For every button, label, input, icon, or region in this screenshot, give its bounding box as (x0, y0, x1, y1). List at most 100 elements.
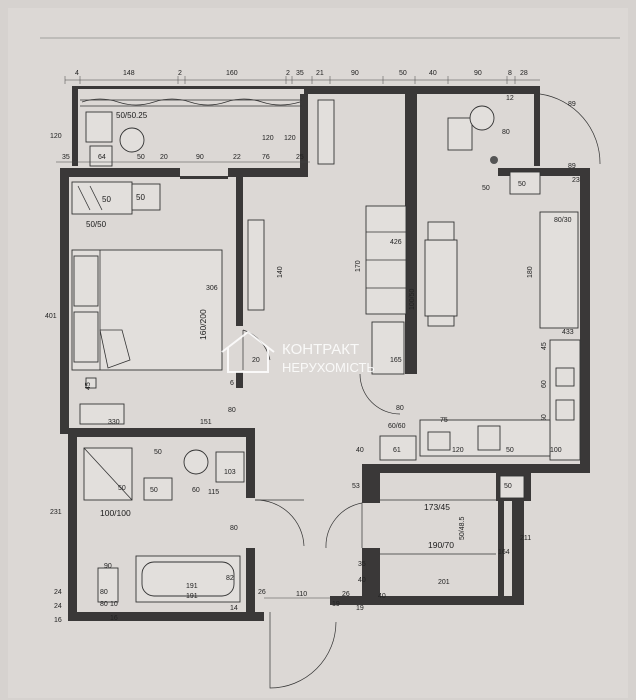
bath-cabinet (143, 477, 173, 501)
tv-stand (247, 219, 265, 311)
dim-2-90: 90 (196, 154, 204, 161)
dim-top-90b: 90 (474, 70, 482, 77)
dim-top-160: 160 (226, 70, 238, 77)
stove (555, 367, 575, 387)
kitchen-sofa (539, 211, 579, 329)
kitchen-cabinet (509, 171, 541, 195)
label-60a: 60 (541, 380, 548, 388)
label-16b: 16 (110, 615, 118, 622)
balcony-shelf (317, 99, 335, 165)
label-50c2: 50 (504, 483, 512, 490)
dim-2-22: 22 (233, 154, 241, 161)
dim-top-50: 50 (399, 70, 407, 77)
label-100-50: 100/50 (409, 288, 416, 310)
dining-chair-bottom (427, 315, 455, 327)
dim-top-2b: 2 (286, 70, 290, 77)
pillow-2 (73, 311, 99, 363)
balcony-chair-2 (89, 145, 113, 167)
label-100: 100 (550, 447, 562, 454)
watermark-line1: КОНТРАКТ (282, 341, 359, 358)
nightstand (131, 183, 161, 211)
label-89b: 89 (568, 163, 576, 170)
living-cabinet (371, 321, 405, 375)
label-306: 306 (206, 285, 218, 292)
label-61: 61 (393, 447, 401, 454)
label-6: 6 (230, 380, 234, 387)
washing-machine (183, 449, 209, 475)
label-12: 12 (506, 95, 514, 102)
dim-2-35: 35 (62, 154, 70, 161)
label-120: 120 (452, 447, 464, 454)
label-24b: 24 (54, 603, 62, 610)
label-201: 201 (438, 579, 450, 586)
label-10: 10 (110, 601, 118, 608)
label-140: 140 (277, 266, 284, 278)
label-426: 426 (390, 239, 402, 246)
dim-2-76: 76 (262, 154, 270, 161)
bedside-item (85, 377, 97, 389)
armchair (447, 117, 473, 151)
label-40b: 40 (358, 577, 366, 584)
label-bal-120b: 120 (262, 135, 274, 142)
label-53: 53 (352, 483, 360, 490)
label-100-100: 100/100 (100, 508, 131, 518)
label-balcony-50-25: 50/50.25 (116, 111, 148, 120)
side-table (469, 105, 495, 131)
label-330: 330 (108, 419, 120, 426)
label-24a: 24 (54, 589, 62, 596)
dining-table (424, 239, 458, 317)
label-23: 23 (572, 177, 580, 184)
dim-top-8: 8 (508, 70, 512, 77)
label-wardrobe-50: 50 (102, 195, 111, 204)
label-115: 115 (208, 489, 219, 496)
dim-top-2a: 2 (178, 70, 182, 77)
plant (490, 156, 498, 164)
sink (427, 431, 451, 451)
living-room: 426 170 100/50 165 80 (355, 205, 458, 415)
dim-2-25: 25 (296, 154, 304, 161)
fridge (477, 425, 501, 451)
label-50-48: 50/48.5 (459, 517, 466, 540)
bathroom: 50 50 50 60 103 115 100/100 231 80 191 1… (50, 447, 305, 624)
dim-top-35: 35 (296, 70, 304, 77)
label-151: 151 (200, 419, 212, 426)
dim-2-64: 64 (98, 154, 106, 161)
bedroom: 50 50/50 50 160/200 306 401 45 330 151 1… (45, 181, 284, 426)
label-14: 14 (230, 605, 238, 612)
label-80-30: 80/30 (554, 217, 572, 224)
dim-top-148: 148 (123, 70, 135, 77)
balcony-chair-1 (85, 111, 113, 143)
toilet (97, 567, 119, 603)
label-50c: 50 (518, 181, 526, 188)
wardrobe (71, 181, 133, 215)
label-bal-120a: 120 (50, 133, 62, 140)
label-80a-10: 80 (100, 589, 108, 596)
label-bed-160-200: 160/200 (198, 309, 208, 340)
label-40c: 40 (378, 593, 386, 600)
label-bed-50-50: 50/50 (86, 220, 107, 229)
label-82: 82 (226, 575, 234, 582)
label-60b1: 60 (192, 487, 200, 494)
label-231: 231 (50, 509, 62, 516)
label-103: 103 (224, 469, 236, 476)
label-20: 20 (252, 357, 260, 364)
second-dimension-row: 35 64 50 20 90 22 76 25 (56, 154, 310, 163)
bathtub-inner (141, 561, 235, 597)
label-40: 40 (356, 447, 364, 454)
label-35: 35 (358, 561, 366, 568)
label-80a: 80 (228, 407, 236, 414)
sink-right (555, 399, 575, 421)
label-75: 75 (440, 417, 448, 424)
label-19a: 19 (332, 601, 340, 608)
bath-sink (215, 451, 245, 483)
label-80b-10: 80 (100, 601, 108, 608)
label-26a: 26 (258, 589, 266, 596)
balcony-table (119, 127, 145, 153)
label-190-70: 190/70 (428, 540, 454, 550)
watermark-line2: НЕРУХОМІСТЬ (282, 360, 375, 375)
dim-top-40: 40 (429, 70, 437, 77)
label-16a: 16 (54, 617, 62, 624)
label-19b: 19 (356, 605, 364, 612)
label-80b: 80 (396, 405, 404, 412)
label-170: 170 (355, 260, 362, 272)
